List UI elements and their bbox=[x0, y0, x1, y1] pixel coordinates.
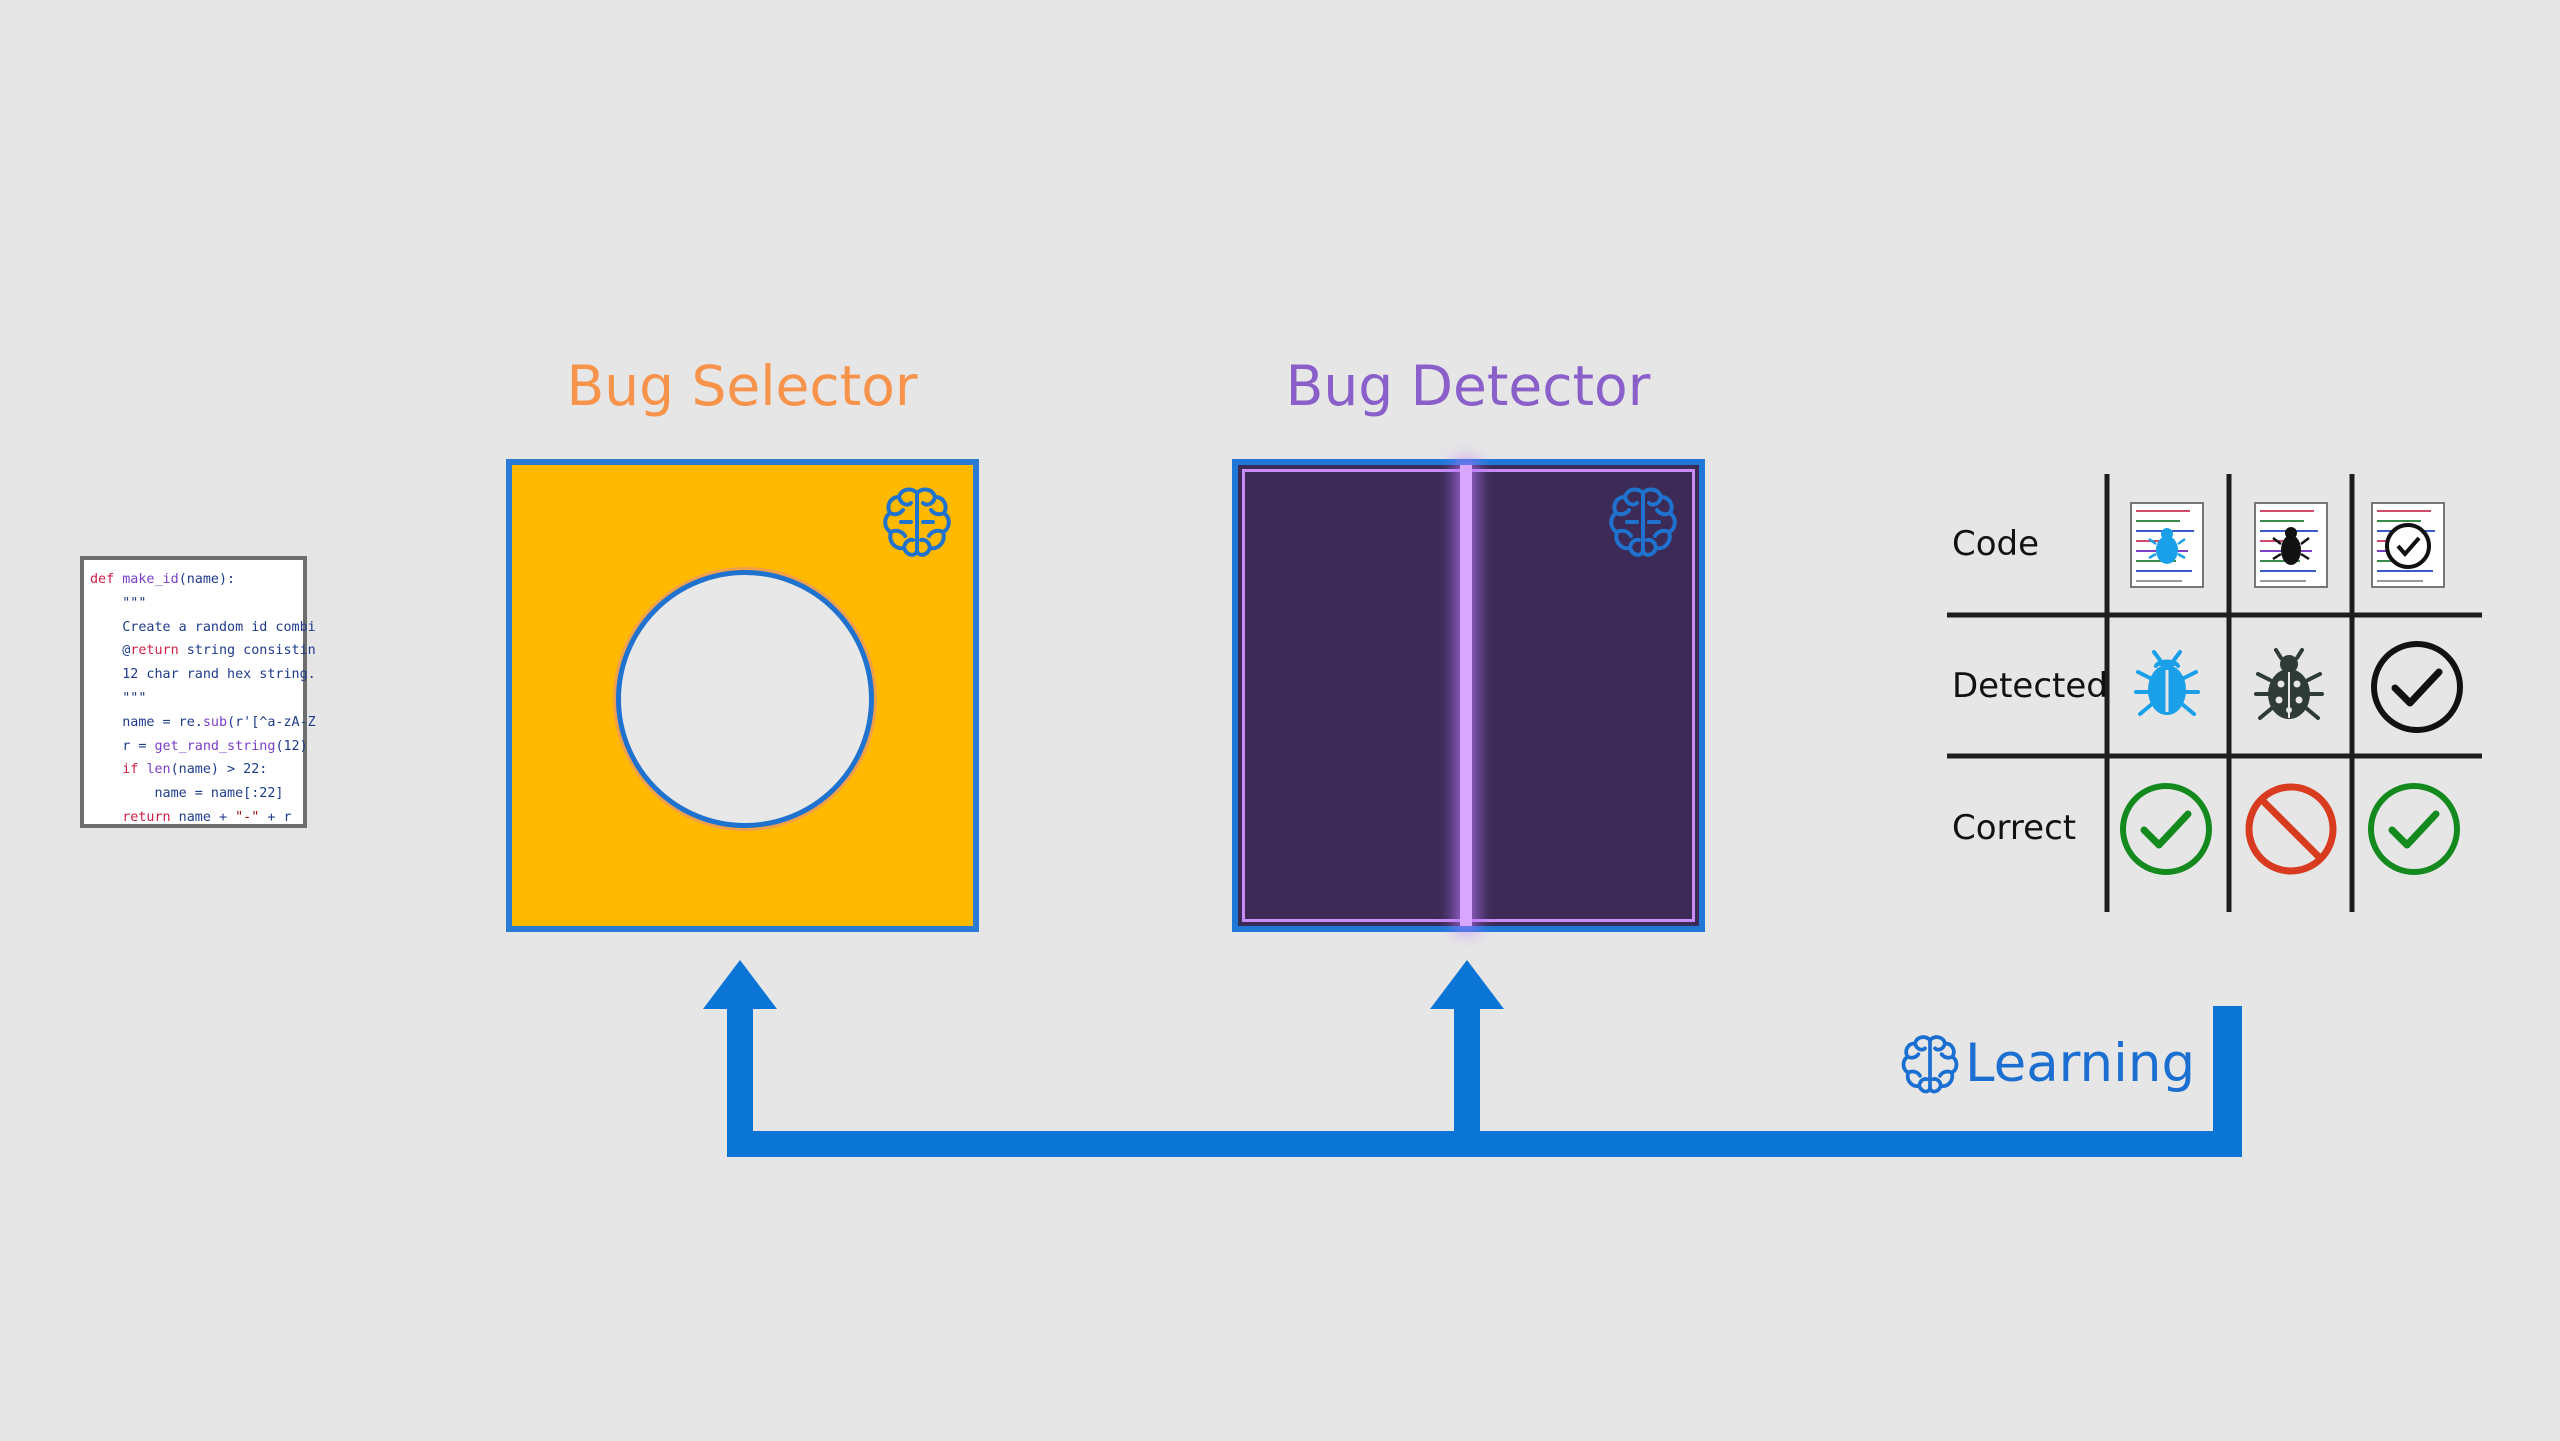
code-line: return name + "-" + r bbox=[122, 809, 292, 825]
bug-selector-title: Bug Selector bbox=[566, 354, 918, 418]
feedback-line bbox=[727, 1131, 2242, 1157]
bug-detector-box bbox=[1232, 459, 1705, 932]
code-snippet: def make_id(name): """ Create a random i… bbox=[80, 556, 316, 828]
code-line: Create a random id combi bbox=[90, 619, 316, 635]
code-thumbnail bbox=[2130, 502, 2204, 588]
check-icon bbox=[2120, 783, 2212, 875]
check-icon bbox=[2371, 641, 2463, 733]
code-line: """ bbox=[90, 690, 147, 706]
code-line: name = name[:22] bbox=[90, 786, 284, 802]
selector-hole bbox=[616, 570, 874, 828]
code-line: 12 char rand hex string. bbox=[90, 667, 316, 683]
code-thumbnail bbox=[2371, 502, 2445, 588]
bug-icon bbox=[2254, 648, 2324, 720]
arrow-up-icon bbox=[1430, 960, 1504, 1009]
bug-selector-box bbox=[506, 459, 979, 932]
bug-detector-title: Bug Detector bbox=[1285, 354, 1651, 418]
brain-icon bbox=[1901, 1035, 1959, 1094]
learning-label: Learning bbox=[1965, 1033, 2196, 1094]
brain-icon bbox=[881, 485, 953, 561]
detector-divider bbox=[1460, 465, 1472, 926]
code-line: """ bbox=[90, 595, 147, 611]
bug-icon bbox=[2272, 527, 2310, 565]
code-line: r = get_rand_string(12) bbox=[90, 738, 308, 754]
row-label-correct: Correct bbox=[1952, 808, 2077, 848]
check-icon bbox=[2368, 783, 2460, 875]
code-thumbnail bbox=[2254, 502, 2328, 588]
code-line: def make_id(name): bbox=[90, 572, 236, 587]
arrow-up-icon bbox=[703, 960, 777, 1009]
brain-icon bbox=[1607, 485, 1679, 561]
code-line: @return string consistin bbox=[90, 643, 316, 659]
bug-icon bbox=[2134, 650, 2200, 716]
code-line: if len(name) > 22: bbox=[122, 762, 268, 778]
feedback-riser bbox=[2213, 1006, 2242, 1157]
check-icon bbox=[2385, 523, 2431, 569]
row-label-code: Code bbox=[1952, 524, 2040, 564]
bug-icon bbox=[2148, 528, 2186, 564]
row-label-detected: Detected bbox=[1952, 666, 2108, 706]
prohibited-icon bbox=[2245, 783, 2337, 875]
code-line: name = re.sub(r'[^a-zA-Z bbox=[90, 714, 316, 730]
